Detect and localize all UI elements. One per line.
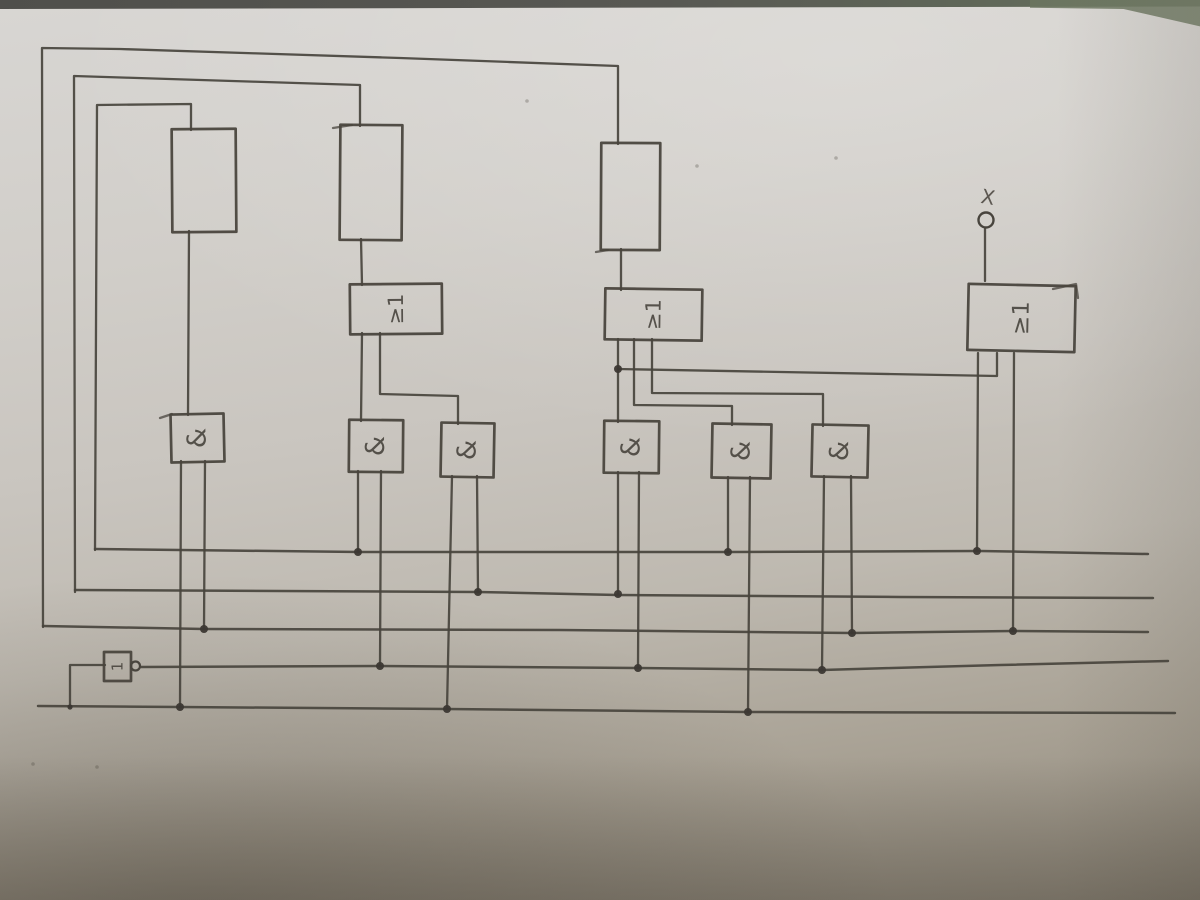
wire-or2-to-or3 xyxy=(616,351,999,378)
junction-dot-10 xyxy=(376,662,384,670)
pen-speck-5 xyxy=(95,765,99,769)
and-gate-1 xyxy=(169,412,226,464)
and-gate-3 xyxy=(439,421,496,479)
junction-dot-16 xyxy=(67,704,73,710)
bus-line-1 xyxy=(93,547,1150,556)
junction-dot-5 xyxy=(474,588,482,596)
wire-and5-to-bus5 xyxy=(746,475,752,714)
and-gate-4-label: & xyxy=(616,437,646,458)
output-terminal-circle xyxy=(977,211,995,229)
inverter-gate-label: 1 xyxy=(109,662,127,672)
junction-dot-9 xyxy=(1009,627,1017,635)
or-gate-2 xyxy=(603,286,704,343)
inverter-bubble xyxy=(129,660,142,672)
bus-line-3 xyxy=(41,624,1150,635)
and-gate-3-label: & xyxy=(452,440,482,461)
and-gate-6-label: & xyxy=(825,441,855,462)
pen-speck-1 xyxy=(525,99,529,103)
wire-or1-to-and3 xyxy=(378,331,460,426)
junction-dot-8 xyxy=(848,629,856,637)
and-gate-6 xyxy=(810,423,870,479)
junction-dot-14 xyxy=(443,705,451,713)
pen-speck-2 xyxy=(695,164,699,168)
pen-speck-4 xyxy=(31,762,35,766)
or-gate-1-label: ≥1 xyxy=(384,293,408,324)
junction-dot-13 xyxy=(176,703,184,711)
register-box-1 xyxy=(170,127,238,234)
junction-dot-12 xyxy=(818,666,826,674)
and-gate-5-label: & xyxy=(726,441,756,462)
pen-speck-3 xyxy=(834,156,838,160)
or-gate-3-label: ≥1 xyxy=(1008,301,1035,335)
wire-or2-to-and6 xyxy=(650,337,825,428)
wire-and3-to-bus2 xyxy=(475,474,480,594)
bus-line-5 xyxy=(36,704,1177,715)
wire-reg1-to-and1 xyxy=(186,229,191,417)
wire-or3-to-bus3 xyxy=(1011,351,1016,633)
junction-dot-7 xyxy=(200,625,208,633)
wire-and1-to-bus5 xyxy=(178,459,183,709)
or-gate-2-label: ≥1 xyxy=(641,299,665,330)
wire-reg2-to-or1 xyxy=(359,237,364,287)
or-gate-1 xyxy=(348,282,444,336)
wire-and6-to-bus3 xyxy=(849,474,854,635)
or-gate-3 xyxy=(965,282,1078,354)
wire-or3-to-bus1 xyxy=(975,351,980,553)
and-gate-2-label: & xyxy=(361,436,391,457)
junction-dot-1 xyxy=(614,365,622,373)
wire-or1-to-and2 xyxy=(359,331,364,423)
feedback-loop-inner xyxy=(93,102,193,552)
junction-dot-3 xyxy=(724,548,732,556)
wire-and1-to-bus3 xyxy=(202,459,207,631)
junction-dot-15 xyxy=(744,708,752,716)
junction-dot-11 xyxy=(634,664,642,672)
and-gate-2 xyxy=(347,418,405,474)
wire-or2-to-and5 xyxy=(632,337,734,427)
bus-line-4 xyxy=(139,659,1170,672)
register-box-2 xyxy=(338,123,404,242)
junction-dot-4 xyxy=(973,547,981,555)
junction-dot-6 xyxy=(614,590,622,598)
wire-and2-to-bus4 xyxy=(378,469,383,668)
and-gate-1-label: & xyxy=(182,428,212,449)
feedback-loop-outer xyxy=(40,46,620,629)
and-gate-4 xyxy=(602,419,661,475)
output-label-x: X xyxy=(979,184,997,210)
wire-inverter-input xyxy=(68,663,107,709)
stroke-overshoot xyxy=(1051,282,1080,300)
and-gate-5 xyxy=(710,422,773,480)
junction-dot-2 xyxy=(354,548,362,556)
wire-and4-to-bus4 xyxy=(636,470,641,670)
feedback-loop-middle xyxy=(72,74,362,594)
wire-and6-to-bus4 xyxy=(820,474,826,672)
register-box-3 xyxy=(599,141,662,252)
